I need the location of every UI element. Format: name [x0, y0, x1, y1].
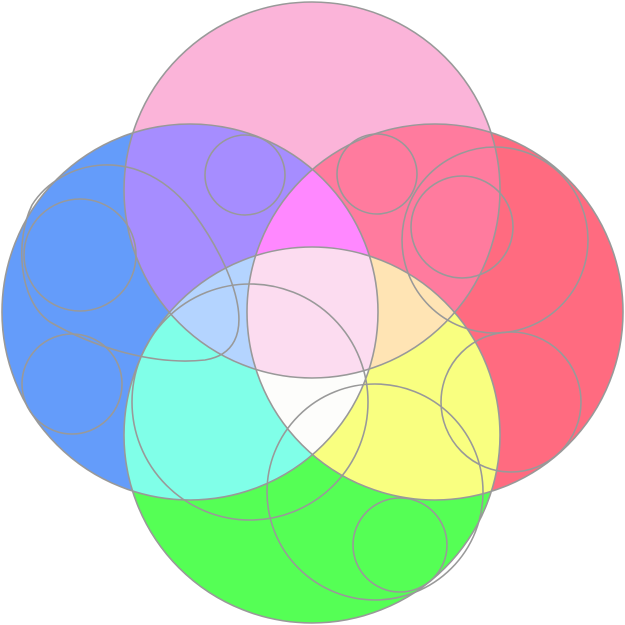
- inner-circle: [440, 331, 582, 473]
- region-pink-blue-red: [247, 124, 378, 378]
- outline-pink: [123, 1, 501, 379]
- inner-circle: [23, 198, 137, 312]
- region-pink-red-green: [247, 247, 500, 378]
- blob-shape: [21, 164, 240, 362]
- inner-circle: [401, 146, 589, 334]
- outline-red: [246, 123, 624, 501]
- inner-circle: [336, 133, 418, 215]
- region-pink-blue-green: [124, 247, 378, 378]
- inner-circle: [266, 383, 484, 601]
- inner-circle: [204, 134, 286, 216]
- outline-blue: [1, 123, 379, 501]
- inner-circle: [352, 497, 448, 593]
- region-blue-red-green: [247, 247, 378, 500]
- inner-circle: [131, 283, 369, 521]
- outline-green: [123, 246, 501, 624]
- inner-circle: [410, 175, 514, 279]
